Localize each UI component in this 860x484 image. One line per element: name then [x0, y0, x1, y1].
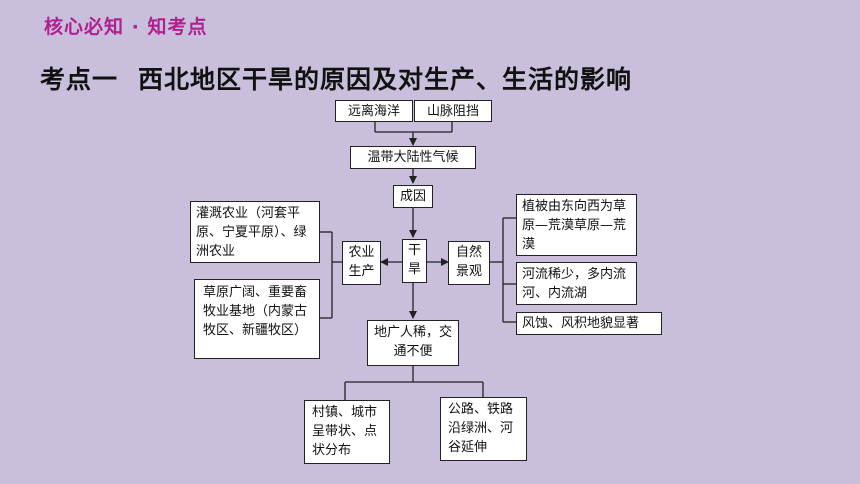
agriculture-box: 农业生产 [342, 241, 381, 285]
natural-landscape-box: 自然景观 [448, 241, 490, 285]
climate-box: 温带大陆性气候 [350, 146, 476, 169]
title-part-2: 西北地区干旱的原因及对生产、生活的影响 [138, 65, 633, 94]
road-railway-box: 公路、铁路沿绿洲、河谷延伸 [440, 397, 527, 461]
grassland-box: 草原广阔、重要畜牧业基地（内蒙古牧区、新疆牧区） [194, 279, 320, 359]
wind-landform-box: 风蚀、风积地貌显著 [516, 312, 662, 335]
section-header: 核心必知 · 知考点 [44, 16, 208, 38]
mountain-block-box: 山脉阻挡 [414, 100, 492, 122]
title-part-1: 考点一 [40, 65, 119, 94]
irrigation-agriculture-box: 灌溉农业（河套平原、宁夏平原）、绿洲农业 [190, 201, 320, 263]
drought-box: 干旱 [402, 239, 427, 283]
vegetation-box: 植被由东向西为草原—荒漠草原—荒漠 [516, 194, 637, 256]
sparse-population-box: 地广人稀，交通不便 [367, 320, 459, 366]
village-distribution-box: 村镇、城市呈带状、点状分布 [304, 400, 390, 464]
page-title: 考点一西北地区干旱的原因及对生产、生活的影响 [40, 60, 632, 96]
far-from-sea-box: 远离海洋 [335, 100, 413, 122]
rivers-box: 河流稀少，多内流河、内流湖 [516, 262, 637, 305]
cause-box: 成因 [393, 185, 433, 208]
